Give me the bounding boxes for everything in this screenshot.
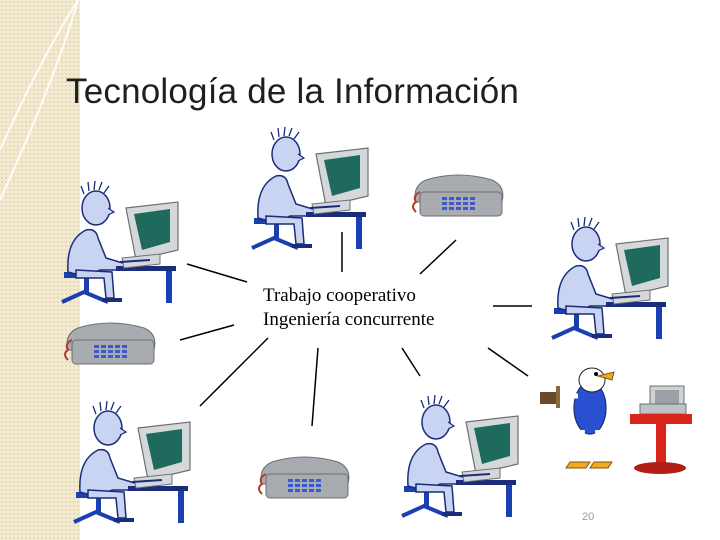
- center-line-1: Trabajo cooperativo: [263, 285, 416, 306]
- person-at-computer-icon: [60, 179, 180, 305]
- page-number: 20: [582, 511, 595, 523]
- decorative-band: [0, 0, 80, 540]
- person-at-computer-icon: [250, 125, 370, 251]
- telephone-icon: [258, 456, 350, 499]
- band-swirl: [0, 0, 79, 200]
- telephone-icon: [64, 322, 156, 365]
- slide-title: Tecnología de la Información: [66, 72, 520, 111]
- center-line-2: Ingeniería concurrente: [263, 309, 435, 330]
- duck-with-hammer-icon: [540, 367, 615, 469]
- telephone-icon: [412, 174, 504, 217]
- person-at-computer-icon: [400, 393, 520, 519]
- person-at-computer-icon: [72, 399, 192, 525]
- connector-lines: [179, 232, 532, 427]
- center-text-block: Trabajo cooperativo Ingeniería concurren…: [263, 284, 434, 332]
- computer-desk-icon: [630, 385, 692, 474]
- person-at-computer-icon: [550, 215, 670, 341]
